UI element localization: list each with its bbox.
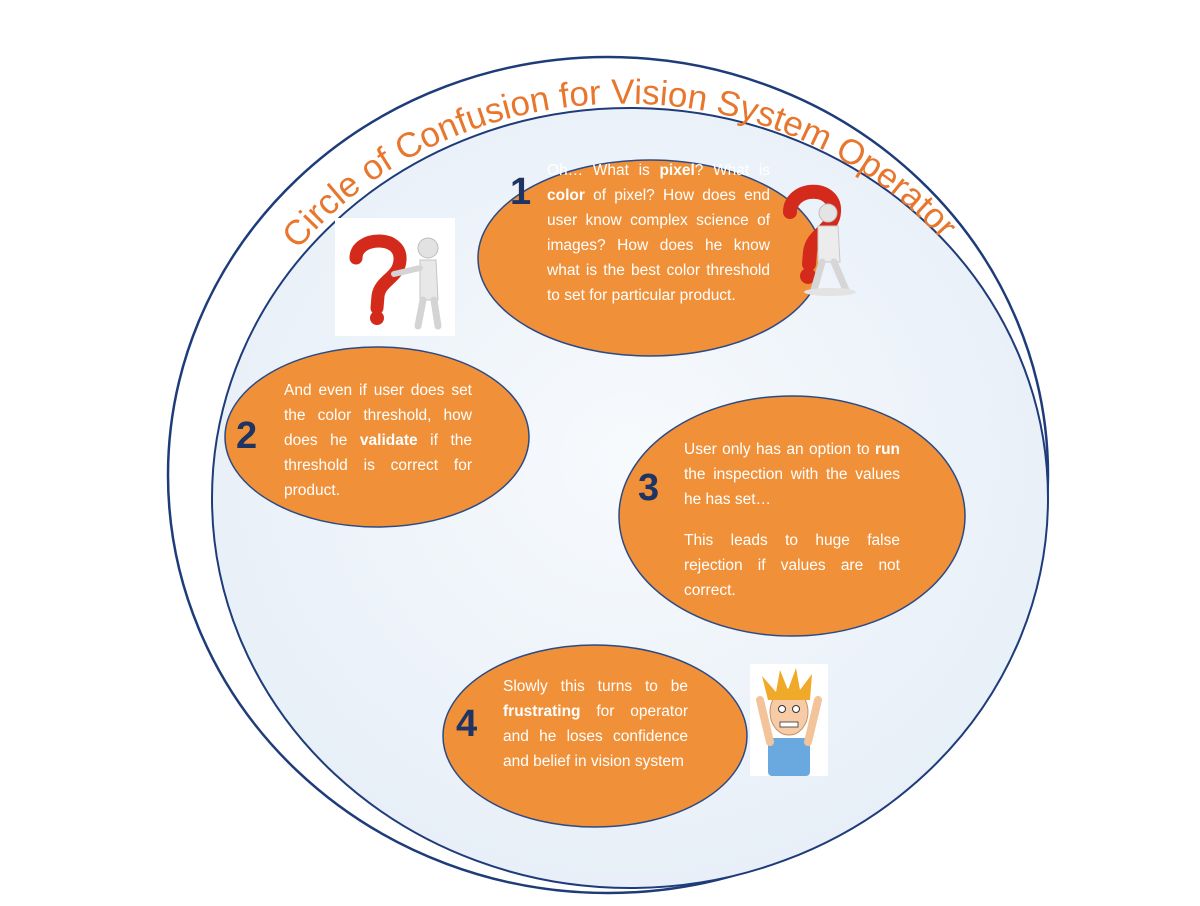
- step-number-2: 2: [236, 415, 257, 457]
- step-3-paragraph: User only has an option to run the inspe…: [684, 437, 900, 512]
- step-text-4: Slowly this turns to be frustrating for …: [503, 674, 688, 774]
- step-text-emphasis: frustrating: [503, 703, 581, 720]
- step-text-3: User only has an option to run the inspe…: [684, 437, 900, 603]
- step-text-emphasis: run: [875, 441, 900, 458]
- step-text-run: This leads to huge false rejection if va…: [684, 532, 900, 599]
- step-text-run: Oh… What is: [547, 162, 660, 179]
- step-text-emphasis: color: [547, 187, 585, 204]
- step-2-paragraph: And even if user does set the color thre…: [284, 378, 472, 503]
- bubble-2: [224, 346, 530, 528]
- step-number-4: 4: [456, 703, 477, 745]
- step-text-run: Slowly this turns to be: [503, 678, 688, 695]
- person-pointing-at-question-mark-icon: [335, 218, 455, 336]
- step-number-3: 3: [638, 467, 659, 509]
- step-1-paragraph: Oh… What is pixel? What is color of pixe…: [547, 158, 770, 308]
- step-text-1: Oh… What is pixel? What is color of pixe…: [547, 158, 770, 308]
- step-text-run: ? What is: [694, 162, 771, 179]
- bubble-4: [442, 644, 748, 828]
- step-text-run: User only has an option to: [684, 441, 876, 458]
- step-text-run: And even if user does set the color thre…: [284, 382, 472, 449]
- step-3-paragraph: This leads to huge false rejection if va…: [684, 528, 900, 603]
- step-text-run: the inspection with the values he has se…: [684, 466, 900, 508]
- step-4-paragraph: Slowly this turns to be frustrating for …: [503, 674, 688, 774]
- person-thinking-question-mark-icon: [783, 184, 856, 296]
- bubble-3: [618, 395, 966, 637]
- frustrated-man-pulling-hair-icon: [750, 664, 828, 776]
- step-text-run: if the threshold is correct for product.: [284, 432, 472, 499]
- step-text-run: for operator and he loses confidence and…: [503, 703, 688, 770]
- step-number-1: 1: [510, 171, 531, 213]
- step-text-emphasis: pixel: [659, 162, 695, 179]
- step-text-2: And even if user does set the color thre…: [284, 378, 472, 503]
- step-text-emphasis: validate: [359, 432, 418, 449]
- step-text-run: of pixel? How does end user know complex…: [547, 187, 770, 304]
